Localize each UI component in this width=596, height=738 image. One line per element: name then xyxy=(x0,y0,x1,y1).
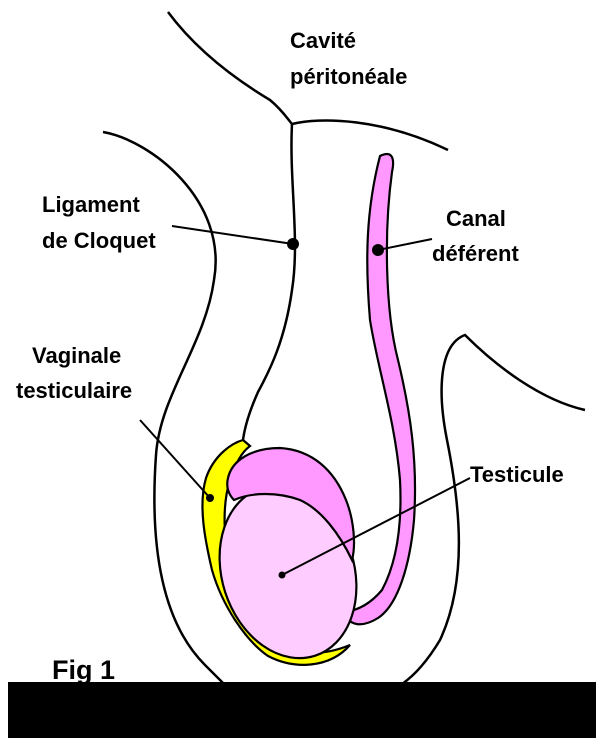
ligament-leader-line xyxy=(172,226,293,244)
ligament-de-cloquet-line xyxy=(243,124,295,440)
label-cavite-line2: péritonéale xyxy=(290,64,407,89)
ligament-dot xyxy=(287,238,299,250)
vaginale-dot xyxy=(206,494,214,502)
label-ligament-line2: de Cloquet xyxy=(42,228,156,253)
label-testicule: Testicule xyxy=(470,462,564,487)
scrotal-outline-right xyxy=(402,335,585,684)
testicule-dot xyxy=(279,572,286,579)
footer-black-bar xyxy=(8,682,596,738)
vaginale-leader-line xyxy=(140,420,210,498)
label-canal-line2: déférent xyxy=(432,241,519,266)
canal-deferent-tube xyxy=(345,154,415,624)
label-cavite-line1: Cavité xyxy=(290,28,356,53)
label-vaginale-line1: Vaginale xyxy=(32,343,121,368)
label-ligament-line1: Ligament xyxy=(42,192,140,217)
label-vaginale-line2: testiculaire xyxy=(16,378,132,403)
label-canal-line1: Canal xyxy=(446,206,506,231)
canal-dot xyxy=(372,244,384,256)
